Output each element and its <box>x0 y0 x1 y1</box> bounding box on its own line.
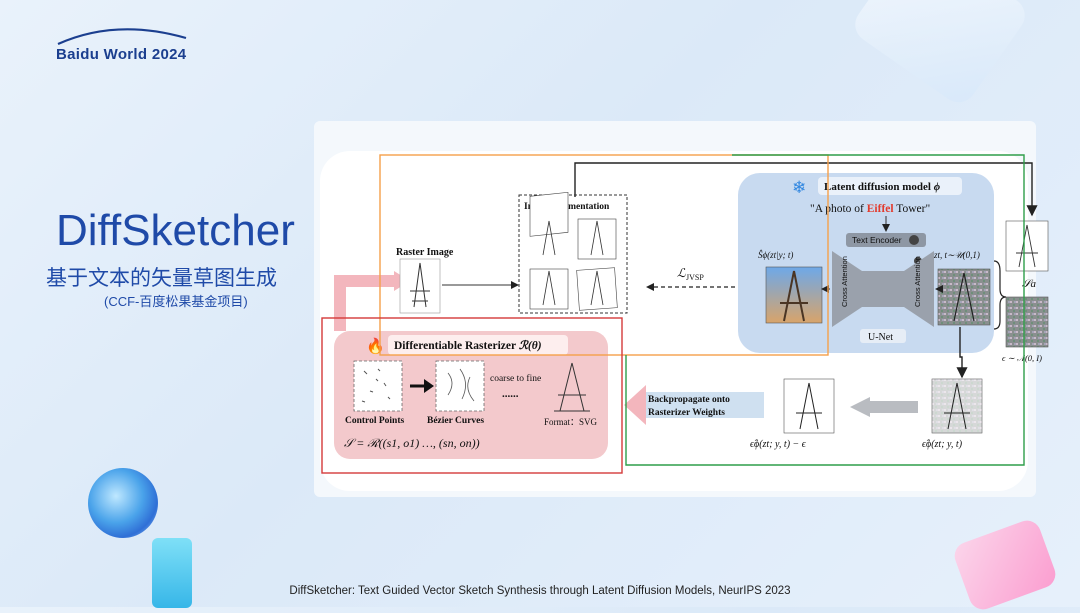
sa-label: 𝒮a <box>1022 278 1037 290</box>
brand-text: Baidu World 2024 <box>56 46 187 63</box>
bezier-label: Bézier Curves <box>427 416 484 426</box>
red-highlight-box <box>321 317 623 474</box>
slide-subnote: (CCF-百度松果基金项目) <box>104 294 248 309</box>
eiffel-tower-icon <box>944 382 970 430</box>
unet-decoder <box>904 251 934 327</box>
progress-dots: ...... <box>502 388 519 400</box>
epsilon-label: ϵ ∼ 𝒩(0, I) <box>1002 353 1042 363</box>
cross-attention-right: Cross Attention <box>913 256 922 307</box>
svg-output-sketch <box>554 362 590 412</box>
text-encoder-label: Text Encoder <box>852 235 902 245</box>
unet-encoder <box>832 251 862 327</box>
brand-logo: Baidu World 2024 <box>56 24 196 68</box>
rasterizer-formula: 𝒮 = ℛ((s1, o1) …, (sn, on)) <box>344 436 480 450</box>
loss-subscript: JVSP <box>686 273 704 282</box>
eps-hat-image <box>931 378 983 434</box>
eiffel-tower-icon <box>780 270 808 322</box>
green-highlight-box <box>625 154 1025 466</box>
augmentation-box <box>518 194 628 314</box>
bezier-curves-box <box>435 360 485 412</box>
text-encoder-block <box>846 233 926 247</box>
diagram-svg: Raster Image Image Augmentation ℒ JVSP ❄… <box>320 151 1049 491</box>
eiffel-tower-icon <box>796 382 822 430</box>
eiffel-tower-icon <box>953 272 975 322</box>
snowflake-icon: ❄ <box>792 178 806 197</box>
coarse-to-fine-label: coarse to fine <box>490 373 541 384</box>
ldm-title-bg <box>818 177 962 195</box>
text-prompt: "A photo of Eiffel Tower" <box>810 203 930 215</box>
method-diagram: Raster Image Image Augmentation ℒ JVSP ❄… <box>314 121 1049 497</box>
noisy-latent-image <box>937 268 991 326</box>
sa-sketch-image <box>1005 220 1049 272</box>
raster-image-label: Raster Image <box>396 247 454 258</box>
unet-to-eps-arrow <box>956 327 968 379</box>
lock-icon <box>909 235 919 245</box>
rasterizer-to-raster-arrow <box>334 275 394 331</box>
unet-label: U-Net <box>868 332 893 343</box>
orange-highlight-box <box>379 154 829 356</box>
eiffel-tower-icon <box>410 262 430 308</box>
eps-minus-image <box>783 378 835 434</box>
flame-icon: 🔥 <box>366 337 385 355</box>
decorative-sphere <box>88 468 158 538</box>
gaussian-noise-image <box>1005 296 1049 348</box>
zt-label: zt, t∼𝒰(0,1) <box>933 250 980 260</box>
control-points-box <box>353 360 403 412</box>
eps-hat-label: ϵ̂ϕ(zt; y, t) <box>922 439 963 450</box>
eiffel-tower-icon <box>1016 224 1038 268</box>
rasterizer-title: Differentiable Rasterizer ℛ(θ) <box>394 339 542 352</box>
brand-arc-icon <box>57 28 187 46</box>
citation: DiffSketcher: Text Guided Vector Sketch … <box>289 585 791 597</box>
augmented-images <box>529 191 618 311</box>
slide-subtitle: 基于文本的矢量草图生成 <box>46 267 277 290</box>
loss-symbol: ℒ <box>677 266 686 280</box>
backprop-label-1: Backpropagate onto <box>648 395 730 405</box>
format-label: Format：SVG <box>544 417 598 427</box>
s-hat-label: Ŝϕ(zt|y; t) <box>758 250 793 260</box>
control-points-label: Control Points <box>345 416 405 426</box>
backprop-label-2: Rasterizer Weights <box>648 408 725 418</box>
decorative-pink-cube <box>950 516 1060 613</box>
ldm-box <box>738 173 994 353</box>
raster-image-thumb <box>399 258 441 314</box>
eiffel-tower-icon <box>554 362 590 412</box>
eiffel-photo <box>765 266 823 324</box>
slide-title: DiffSketcher <box>56 206 295 255</box>
ldm-title: Latent diffusion model ϕ <box>824 181 941 193</box>
decorative-glass-shape <box>848 0 1032 110</box>
cross-attention-left: Cross Attention <box>840 256 849 307</box>
decorative-cube <box>152 538 192 608</box>
eps-minus-label: ϵ̂ϕ(zt; y, t) − ϵ <box>750 439 807 450</box>
feedback-arrow <box>574 162 1038 217</box>
